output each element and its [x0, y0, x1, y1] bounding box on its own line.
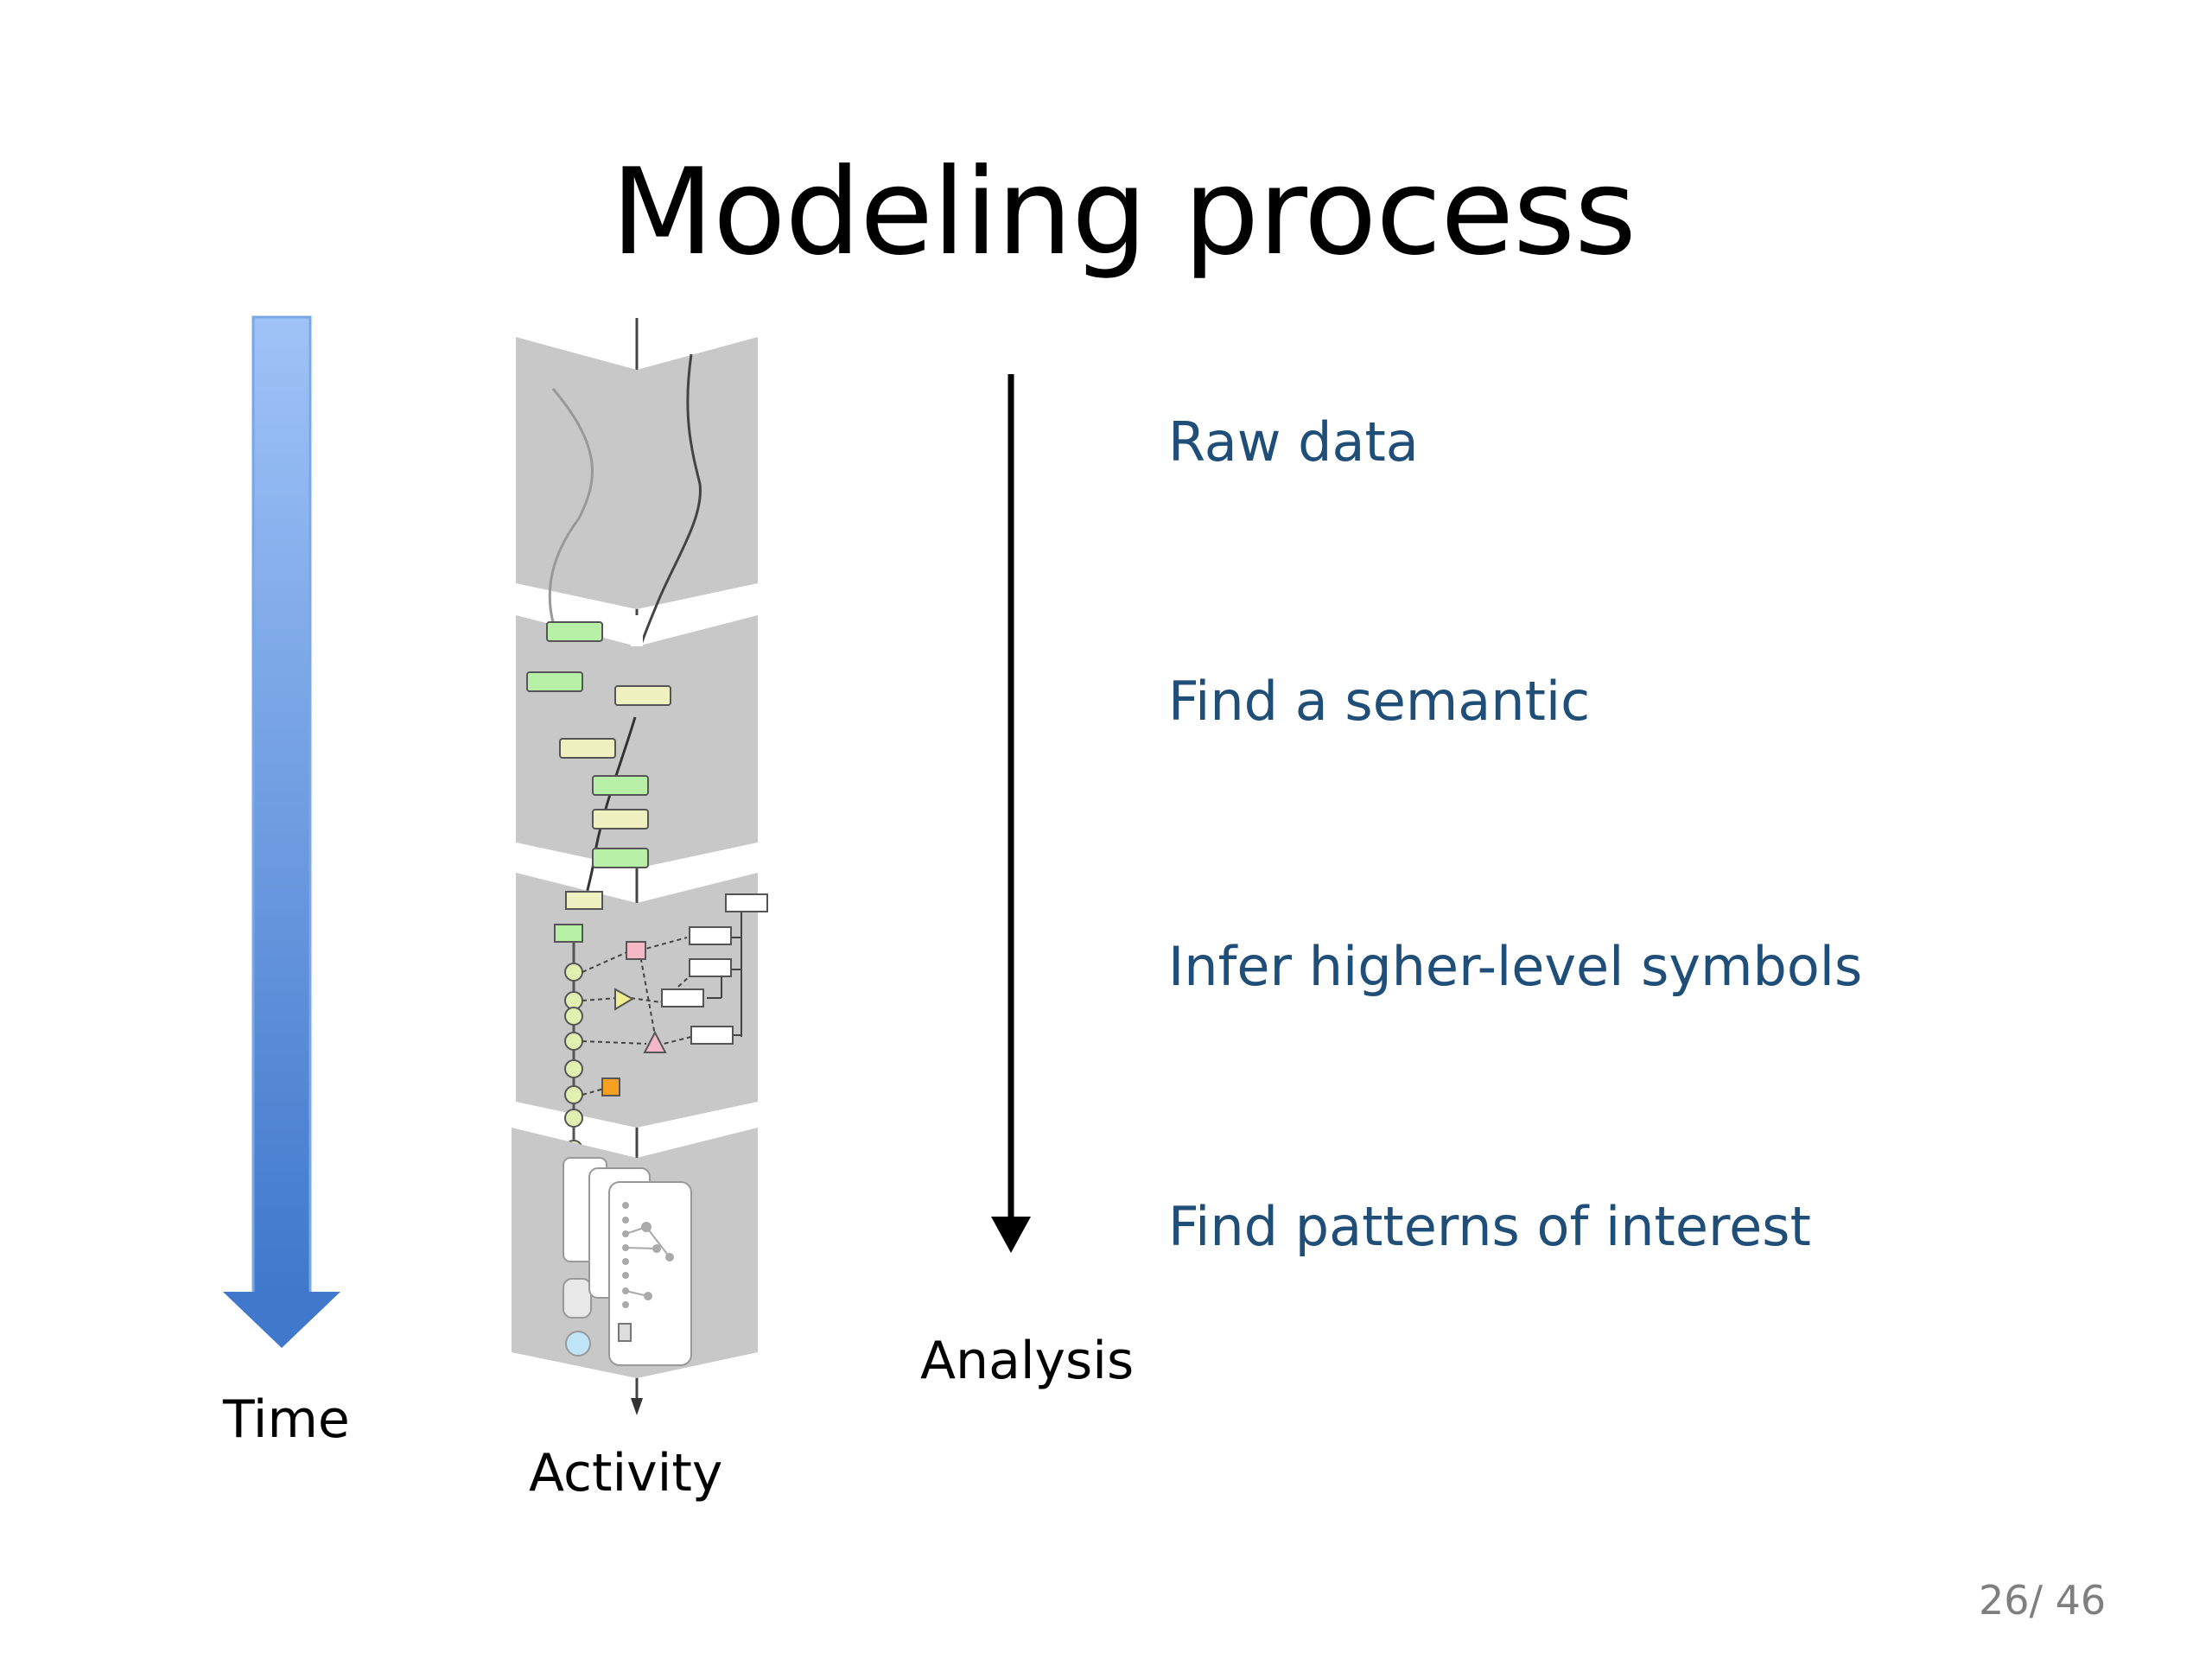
page-number: 26/ 46	[1979, 1577, 2107, 1624]
event-box	[592, 809, 649, 830]
event-box	[559, 738, 616, 759]
panel-patterns	[512, 1128, 758, 1378]
event-box	[546, 621, 603, 642]
event-box	[614, 685, 671, 706]
step-find-patterns: Find patterns of interest	[1168, 1195, 1811, 1258]
step-raw-data: Raw data	[1168, 410, 1419, 474]
analysis-label: Analysis	[920, 1331, 1135, 1391]
time-label: Time	[223, 1389, 350, 1450]
time-arrow	[223, 315, 340, 1348]
activity-column	[512, 318, 768, 1415]
event-box	[526, 671, 583, 692]
event-box	[592, 775, 649, 796]
panel-symbols	[516, 873, 768, 1159]
event-box	[592, 848, 649, 868]
analysis-arrow	[991, 374, 1031, 1253]
step-infer-symbols: Infer higher-level symbols	[1168, 935, 1863, 998]
slide-title: Modeling process	[611, 143, 1637, 282]
activity-label: Activity	[529, 1443, 723, 1503]
step-find-semantic: Find a semantic	[1168, 670, 1591, 733]
